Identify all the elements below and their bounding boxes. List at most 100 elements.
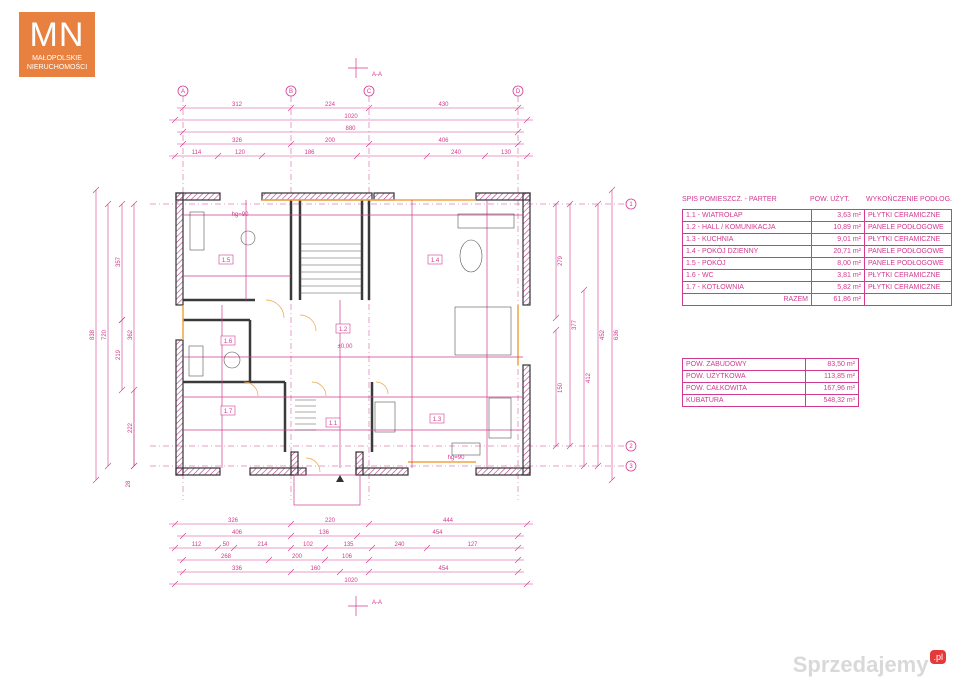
entrance-steps	[293, 474, 361, 506]
dimension-tick	[171, 520, 179, 528]
axis-label: C	[367, 89, 372, 95]
furniture	[188, 211, 515, 482]
entrance-arrow	[336, 475, 344, 482]
dimension-value: 412	[586, 372, 592, 383]
dimension-tick	[353, 532, 361, 540]
room-tag	[335, 323, 351, 334]
dimension-tick	[214, 544, 222, 552]
dimension-value: 720	[102, 329, 108, 340]
wall-segment	[249, 467, 307, 476]
room-area: 20,71 m²	[812, 246, 865, 257]
walls	[175, 192, 531, 476]
wall-segment	[175, 467, 221, 476]
room-area: 10,89 m²	[812, 222, 865, 233]
dimension-value: 444	[443, 518, 454, 524]
section-label: A-A	[372, 600, 382, 606]
wall-segment	[355, 451, 364, 476]
dimension-value: 880	[345, 126, 356, 132]
door-swing	[299, 314, 317, 332]
area-name: POW. CAŁKOWITA	[683, 383, 806, 394]
room-name: 1.7 - KOTŁOWNIA	[683, 282, 812, 293]
room-name: 1.4 - POKÓJ DZIENNY	[683, 246, 812, 257]
dimension-tick	[514, 104, 522, 112]
dimension-tick	[287, 532, 295, 540]
header-rooms: SPIS POMIESZCZ. - PARTER	[682, 196, 777, 203]
area-name: KUBATURA	[683, 395, 806, 406]
section-label: A-A	[372, 72, 382, 78]
bathtub	[188, 345, 204, 377]
room-label: 1.7	[224, 409, 233, 415]
kitchen-stove	[374, 401, 396, 433]
room-name: 1.2 - HALL / KOMUNIKACJA	[683, 222, 812, 233]
dimension-tick	[336, 568, 344, 576]
table-row: KUBATURA 548,32 m³	[682, 395, 859, 407]
dimension-value: 186	[304, 150, 315, 156]
room-label: 1.3	[433, 417, 442, 423]
dimension-tick	[118, 316, 126, 324]
dimension-tick	[368, 544, 376, 552]
area-name: POW. ZABUDOWY	[683, 359, 806, 370]
dimension-value: 135	[343, 542, 354, 548]
total-value: 61,86 m²	[812, 294, 865, 305]
dimension-tick	[365, 568, 373, 576]
axis-label: 1	[629, 202, 633, 208]
axis-lines	[150, 96, 625, 500]
rooms-table-header: SPIS POMIESZCZ. - PARTER POW. UŻYT. WYKO…	[682, 196, 952, 203]
dimension-tick	[514, 532, 522, 540]
sofa	[457, 213, 515, 229]
room-name: 1.6 - WC	[683, 270, 812, 281]
room-tag	[220, 335, 236, 346]
area-value: 113,85 m²	[824, 373, 855, 380]
dimension-tick	[321, 556, 329, 564]
room-area: 3,63 m²	[812, 210, 865, 221]
door-swing	[375, 381, 389, 395]
dimension-value: 454	[438, 566, 449, 572]
dimension-value: 312	[232, 102, 243, 108]
dimension-value: 406	[438, 138, 449, 144]
axis-label: 3	[629, 464, 633, 470]
rooms-table: SPIS POMIESZCZ. - PARTER POW. UŻYT. WYKO…	[682, 196, 952, 306]
dimension-tick	[514, 544, 522, 552]
area-value: 548,32 m³	[823, 397, 855, 404]
dimension-tick	[580, 286, 588, 294]
dimension-tick	[423, 152, 431, 160]
wall-segment	[175, 339, 184, 476]
dimension-value: 130	[501, 150, 512, 156]
dimension-value: 222	[128, 422, 134, 433]
axis-label: 2	[629, 444, 633, 450]
door-swing	[243, 381, 259, 397]
dimension-value: 150	[558, 382, 564, 393]
area-name: POW. UŻYTKOWA	[683, 371, 806, 382]
dimension-tick	[171, 152, 179, 160]
room-tag	[325, 417, 341, 428]
dimension-tick	[104, 200, 112, 208]
room-label: 1.4	[431, 258, 440, 264]
site-watermark: Sprzedajemy .pl	[793, 650, 946, 678]
dimension-tick	[365, 556, 373, 564]
dimension-tick	[265, 556, 273, 564]
dimension-value: 160	[310, 566, 321, 572]
total-label: RAZEM	[683, 294, 812, 305]
dimension-value: 326	[232, 138, 243, 144]
bed	[189, 211, 205, 251]
dimension-tick	[523, 520, 531, 528]
room-area: 5,82 m²	[812, 282, 865, 293]
dimension-value: 200	[292, 554, 303, 560]
axis-bubble	[625, 440, 637, 452]
room-label: 1.2	[339, 327, 348, 333]
axis-bubble	[625, 460, 637, 472]
round-table	[240, 230, 256, 246]
dimension-value: 838	[90, 329, 96, 340]
room-floor: PŁYTKI CERAMICZNE	[868, 236, 941, 243]
room-floor: PANELE PODŁOGOWE	[868, 260, 944, 267]
dimension-tick	[552, 326, 560, 334]
dimension-value: 279	[558, 255, 564, 266]
door-swing	[311, 381, 327, 397]
dimension-value: 127	[467, 542, 478, 548]
